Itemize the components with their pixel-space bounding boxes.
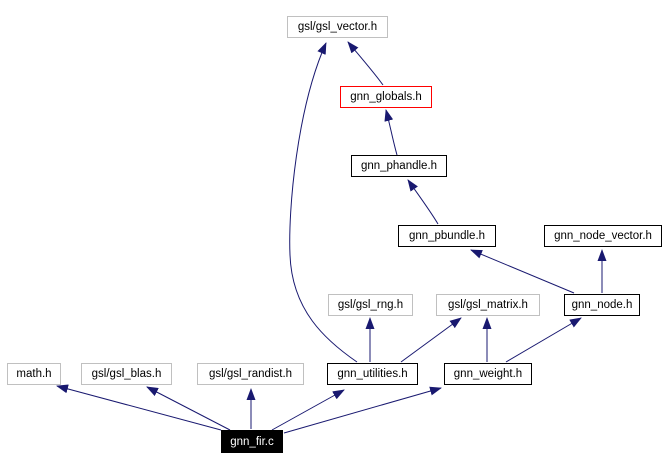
edge-gnn_pbundle-to-gnn_phandle xyxy=(407,179,439,225)
edge-gnn_phandle-to-gnn_globals xyxy=(384,109,398,156)
edge-gnn_fir-to-gnn_weight xyxy=(283,386,442,434)
node-gsl-gsl_rng-h: gsl/gsl_rng.h xyxy=(328,294,413,316)
node-gnn_pbundle-h[interactable]: gnn_pbundle.h xyxy=(398,225,496,247)
node-gnn_fir-c: gnn_fir.c xyxy=(221,430,283,453)
node-gsl-gsl_matrix-h: gsl/gsl_matrix.h xyxy=(436,294,540,316)
node-gnn_weight-h[interactable]: gnn_weight.h xyxy=(444,363,532,385)
edge-gnn_utilities-to-gsl_matrix xyxy=(400,317,462,363)
node-gnn_node-h[interactable]: gnn_node.h xyxy=(564,294,640,316)
edge-gnn_globals-to-gsl_vector xyxy=(347,41,384,86)
edge-gnn_fir-to-gsl_blas xyxy=(146,386,231,431)
node-gnn_utilities-h[interactable]: gnn_utilities.h xyxy=(327,363,418,385)
edge-gnn_fir-to-gnn_utilities xyxy=(271,389,345,431)
node-math-h: math.h xyxy=(7,363,61,385)
node-gnn_node_vector-h[interactable]: gnn_node_vector.h xyxy=(544,225,662,247)
node-gsl-gsl_vector-h: gsl/gsl_vector.h xyxy=(287,16,388,38)
node-gsl-gsl_blas-h: gsl/gsl_blas.h xyxy=(81,363,172,385)
node-gnn_phandle-h[interactable]: gnn_phandle.h xyxy=(351,155,447,177)
edge-gnn_utilities-to-gsl_vector xyxy=(289,42,358,363)
edge-gnn_node-to-gnn_pbundle xyxy=(470,249,575,294)
node-gsl-gsl_randist-h: gsl/gsl_randist.h xyxy=(197,363,304,385)
edge-gnn_weight-to-gnn_node xyxy=(505,317,582,363)
node-gnn_globals-h[interactable]: gnn_globals.h xyxy=(340,86,432,108)
edge-gnn_fir-to-math xyxy=(56,384,222,431)
